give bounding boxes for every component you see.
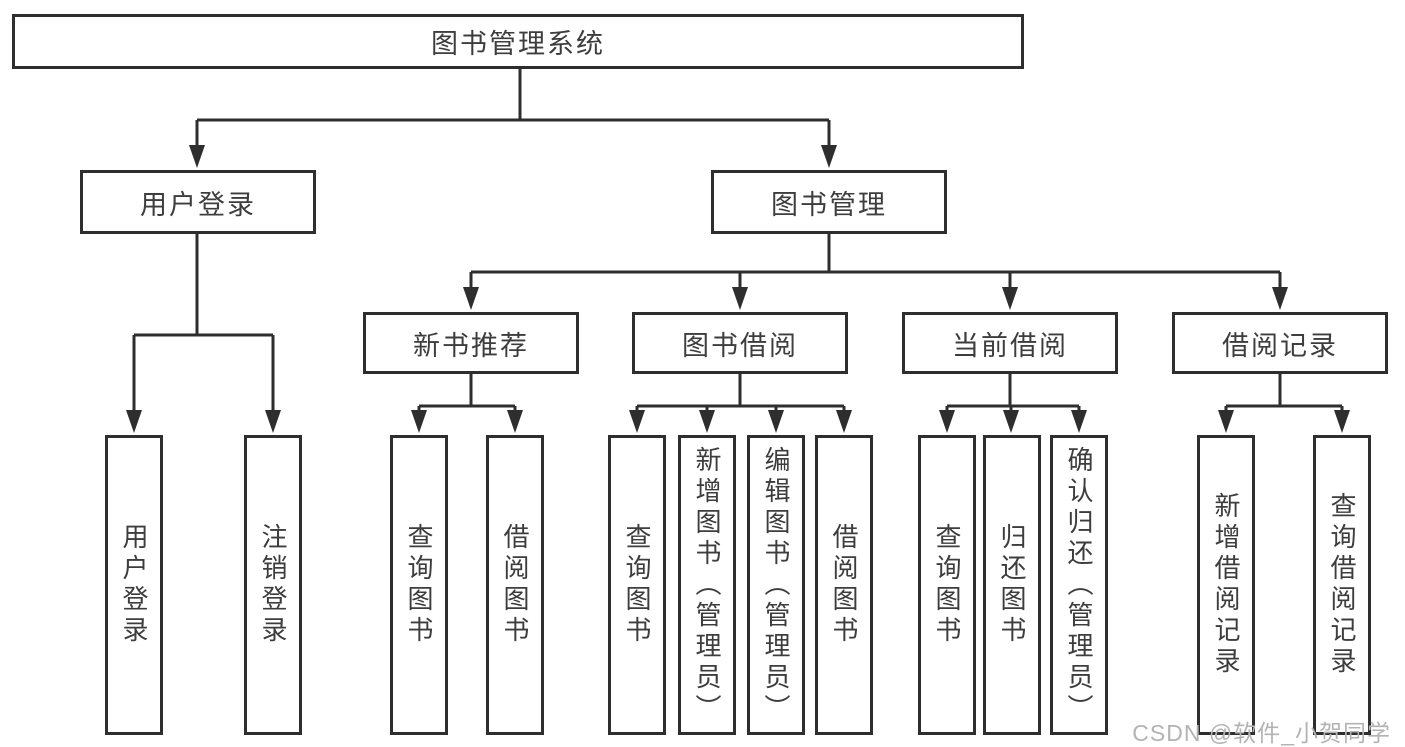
node-label: 查询借阅记录 — [1327, 492, 1357, 678]
node-leaf-query-books-recommend: 查询图书 — [390, 435, 448, 735]
node-book-management: 图书管理 — [711, 170, 947, 234]
node-label: 查询图书 — [404, 523, 434, 647]
node-user-login: 用户登录 — [80, 170, 316, 234]
node-leaf-logout: 注销登录 — [244, 435, 302, 735]
node-label: 新增图书（管理员） — [692, 445, 722, 725]
node-label: 确认归还（管理员） — [1064, 445, 1094, 725]
node-current-borrow: 当前借阅 — [902, 312, 1118, 374]
node-label: 图书借阅 — [682, 330, 798, 361]
node-label: 用户登录 — [140, 189, 256, 220]
node-label: 借阅图书 — [500, 523, 530, 647]
node-leaf-add-books-admin: 新增图书（管理员） — [678, 435, 736, 735]
node-book-borrow: 图书借阅 — [632, 312, 848, 374]
node-new-book-recommend: 新书推荐 — [363, 312, 579, 374]
node-leaf-query-borrow-record: 查询借阅记录 — [1313, 435, 1371, 735]
node-label: 当前借阅 — [952, 330, 1068, 361]
node-label: 查询图书 — [932, 523, 962, 647]
arrowheads — [126, 145, 1350, 433]
node-leaf-query-books-borrow: 查询图书 — [608, 435, 666, 735]
node-book-management-system: 图书管理系统 — [12, 14, 1024, 69]
node-leaf-borrow-books-recommend: 借阅图书 — [486, 435, 544, 735]
node-label: 注销登录 — [258, 523, 288, 647]
node-leaf-return-books: 归还图书 — [983, 435, 1041, 735]
node-leaf-edit-books-admin: 编辑图书（管理员） — [747, 435, 805, 735]
node-label: 用户登录 — [119, 523, 149, 647]
node-label: 借阅记录 — [1222, 330, 1338, 361]
node-label: 新书推荐 — [413, 330, 529, 361]
node-label: 编辑图书（管理员） — [761, 445, 791, 725]
node-label: 查询图书 — [622, 523, 652, 647]
node-label: 归还图书 — [997, 523, 1027, 647]
node-label: 借阅图书 — [829, 523, 859, 647]
node-label: 新增借阅记录 — [1211, 492, 1241, 678]
node-label: 图书管理 — [771, 189, 887, 220]
node-label: 图书管理系统 — [431, 29, 605, 59]
node-leaf-borrow-books: 借阅图书 — [815, 435, 873, 735]
node-borrow-records: 借阅记录 — [1172, 312, 1388, 374]
node-leaf-add-borrow-record: 新增借阅记录 — [1197, 435, 1255, 735]
node-leaf-confirm-return-admin: 确认归还（管理员） — [1050, 435, 1108, 735]
csdn-watermark: CSDN @软件_小贺同学 — [1132, 720, 1391, 746]
node-leaf-query-books-current: 查询图书 — [918, 435, 976, 735]
node-leaf-user-login: 用户登录 — [105, 435, 163, 735]
